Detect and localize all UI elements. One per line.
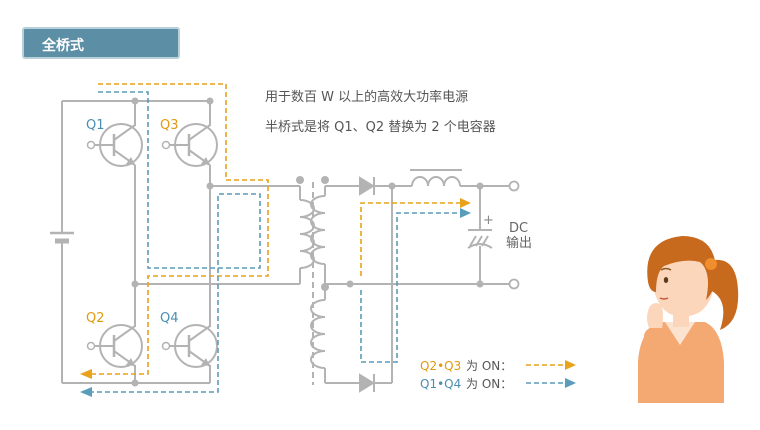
- label-q2: Q2: [86, 311, 105, 326]
- section-title-tab: 全桥式: [22, 27, 180, 59]
- output-terminal-negative: [508, 278, 520, 290]
- legend-q1q4-arrow: [565, 378, 576, 388]
- section-title: 全桥式: [42, 38, 84, 54]
- transistor-q4: [161, 323, 219, 369]
- legend: Q2•Q3 为 ON： Q1•Q4 为 ON：: [420, 359, 576, 391]
- label-q4: Q4: [160, 311, 179, 326]
- legend-q1q4-label: Q1•Q4: [420, 377, 461, 391]
- current-path-q1-q4: [88, 91, 465, 393]
- description-line-1: 用于数百 W 以上的高效大功率电源: [265, 90, 469, 105]
- legend-q2q3-arrow: [565, 360, 576, 370]
- transistor-q2: [86, 323, 144, 369]
- arrow-q2-q3-right: [460, 198, 471, 208]
- legend-q2q3-label: Q2•Q3: [420, 359, 461, 373]
- arrow-q1-q4-left: [80, 387, 92, 397]
- circuit-wires: [61, 100, 510, 384]
- woman-illustration: [638, 236, 739, 403]
- label-q1: Q1: [86, 118, 105, 133]
- legend-q2q3-suffix: 为 ON：: [466, 359, 512, 373]
- label-q3: Q3: [160, 118, 179, 133]
- capacitor-plus-label: +: [483, 213, 494, 228]
- dc-label: DC: [509, 221, 528, 236]
- legend-q1q4-suffix: 为 ON：: [466, 377, 512, 391]
- diode-icon-bottom: [359, 373, 375, 393]
- description-line-2: 半桥式是将 Q1、Q2 替换为 2 个电容器: [265, 120, 496, 135]
- diode-icon-top: [359, 176, 375, 196]
- battery-icon: [50, 231, 74, 244]
- current-path-q2-q3: [88, 83, 465, 375]
- output-terminal-positive: [508, 180, 520, 192]
- arrow-q2-q3-left: [80, 369, 92, 379]
- junction-dots: [131, 97, 484, 387]
- arrow-q1-q4-right: [460, 208, 471, 218]
- output-label: 输出: [506, 235, 532, 251]
- capacitor-icon: [467, 229, 493, 249]
